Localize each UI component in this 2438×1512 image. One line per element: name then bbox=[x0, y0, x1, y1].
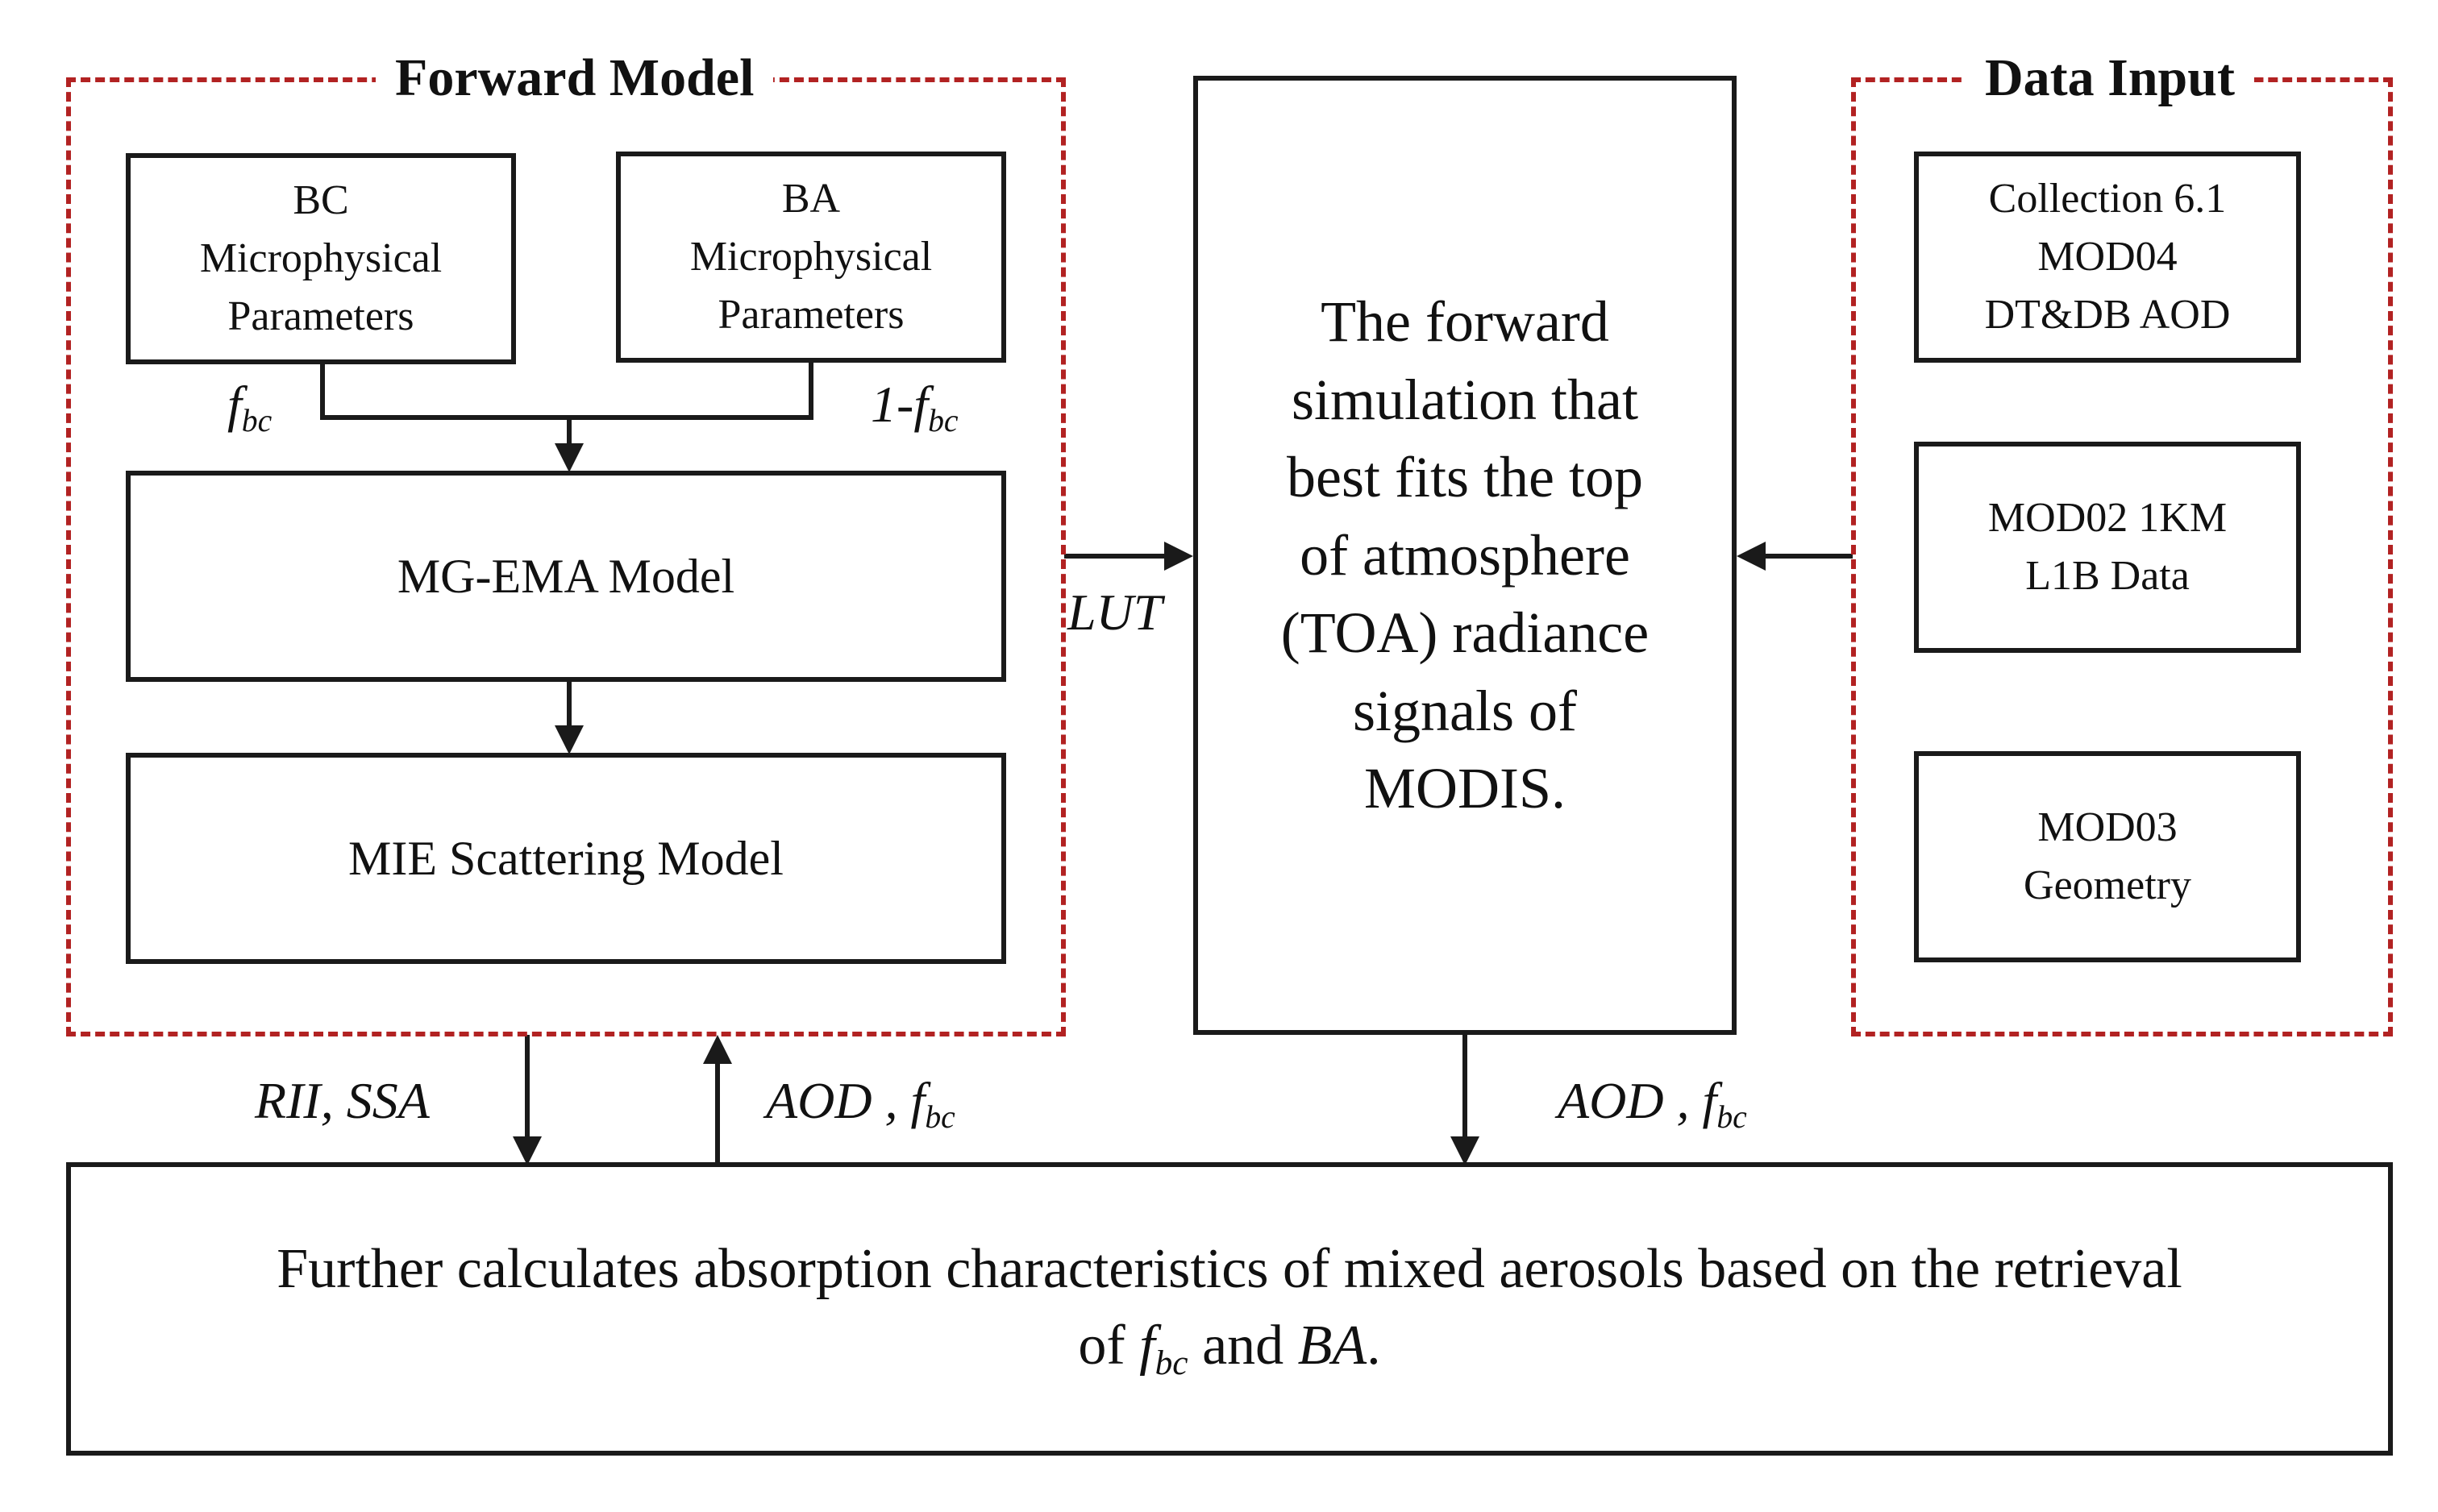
aod-left-sub: bc bbox=[925, 1099, 955, 1135]
aod-right-sub: bc bbox=[1716, 1099, 1747, 1135]
mg-ema-label: MG-EMA Model bbox=[397, 550, 735, 603]
center-line-3: best fits the top bbox=[1287, 445, 1643, 510]
bc-line-2: Microphysical bbox=[199, 235, 443, 282]
fbc-sub: bc bbox=[241, 402, 273, 438]
rii-ssa-label: RII, SSA bbox=[255, 1072, 430, 1129]
mie-label: MIE Scattering Model bbox=[348, 832, 784, 885]
ba-parameters-box: BA Microphysical Parameters bbox=[616, 152, 1006, 363]
center-line-5: (TOA) radiance bbox=[1280, 600, 1650, 666]
bottom-ba: BA bbox=[1297, 1315, 1367, 1377]
center-line-1: The forward bbox=[1321, 289, 1609, 355]
bottom-line-1: Further calculates absorption characteri… bbox=[277, 1237, 2182, 1300]
mod04-line-1: Collection 6.1 bbox=[1988, 176, 2227, 222]
mod04-line-2: MOD04 bbox=[2037, 234, 2178, 280]
forward-simulation-box: The forward simulation that best fits th… bbox=[1193, 76, 1737, 1035]
bc-line-1: BC bbox=[293, 177, 349, 224]
lut-label: LUT bbox=[1067, 584, 1163, 641]
mie-scattering-model-box: MIE Scattering Model bbox=[126, 753, 1006, 964]
collection-mod04-box: Collection 6.1 MOD04 DT&DB AOD bbox=[1914, 152, 2301, 363]
one-minus-fbc-base: 1-f bbox=[871, 376, 929, 433]
absorption-characteristics-box: Further calculates absorption characteri… bbox=[66, 1162, 2393, 1456]
mod04-line-3: DT&DB AOD bbox=[1984, 291, 2231, 338]
fbc-label: fbc bbox=[227, 379, 272, 438]
one-minus-fbc-label: 1-fbc bbox=[871, 379, 959, 438]
bc-line-3: Parameters bbox=[227, 293, 414, 339]
aod-right-text: AOD , bbox=[1558, 1072, 1703, 1129]
ba-line-3: Parameters bbox=[718, 291, 905, 338]
bottom-period: . bbox=[1367, 1315, 1381, 1377]
mod03-line-1: MOD03 bbox=[2037, 804, 2178, 851]
center-line-4: of atmosphere bbox=[1300, 522, 1630, 588]
bottom-of: of bbox=[1078, 1315, 1140, 1377]
mod02-line-2: L1B Data bbox=[2025, 553, 2190, 599]
mod03-geometry-box: MOD03 Geometry bbox=[1914, 751, 2301, 962]
bc-parameters-box: BC Microphysical Parameters bbox=[126, 153, 516, 364]
aod-fbc-right-label: AOD , fbc bbox=[1558, 1075, 1747, 1134]
forward-model-title: Forward Model bbox=[376, 52, 774, 105]
bottom-line-2: of fbc and BA. bbox=[277, 1307, 2182, 1387]
center-line-2: simulation that bbox=[1292, 367, 1638, 432]
aod-right-f: f bbox=[1702, 1072, 1717, 1129]
center-line-6: signals of bbox=[1353, 678, 1577, 743]
aod-left-f: f bbox=[910, 1072, 926, 1129]
center-line-7: MODIS. bbox=[1363, 756, 1566, 821]
data-input-title: Data Input bbox=[1966, 52, 2254, 105]
ba-line-2: Microphysical bbox=[689, 234, 933, 280]
mod03-line-2: Geometry bbox=[2024, 862, 2191, 908]
aod-fbc-left-label: AOD , fbc bbox=[766, 1075, 955, 1134]
mod02-l1b-box: MOD02 1KM L1B Data bbox=[1914, 442, 2301, 653]
mod02-line-1: MOD02 1KM bbox=[1987, 495, 2228, 542]
bottom-f-sub: bc bbox=[1155, 1344, 1188, 1383]
bottom-and: and bbox=[1188, 1315, 1298, 1377]
one-minus-fbc-sub: bc bbox=[928, 402, 959, 438]
mg-ema-model-box: MG-EMA Model bbox=[126, 471, 1006, 682]
ba-line-1: BA bbox=[781, 176, 841, 222]
bottom-f: f bbox=[1139, 1315, 1155, 1377]
fbc-base: f bbox=[227, 376, 242, 433]
aod-left-text: AOD , bbox=[766, 1072, 911, 1129]
